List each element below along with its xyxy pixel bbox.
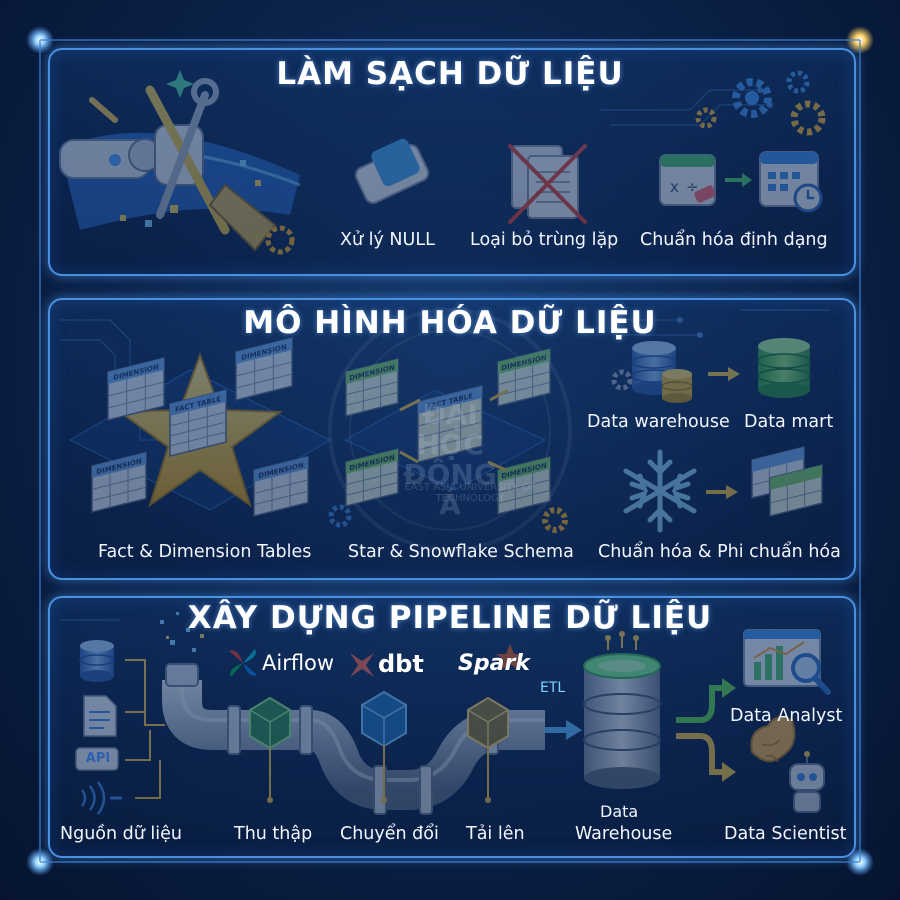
tool-dbt: dbt	[378, 650, 424, 678]
label-warehouse-line1: Data	[600, 802, 639, 821]
etl-label: ETL	[540, 680, 566, 696]
panel-title-pipeline: XÂY DỰNG PIPELINE DỮ LIỆU	[187, 600, 713, 636]
label-stage-load: Tải lên	[466, 824, 525, 844]
label-stage-transform: Chuyển đổi	[340, 824, 439, 844]
panel-data-cleaning	[48, 48, 856, 276]
watermark-text: ĐẠI HỌC ĐÔNG Á	[390, 400, 510, 520]
panel-title-cleaning: LÀM SẠCH DỮ LIỆU	[276, 56, 624, 92]
api-label: API	[85, 751, 111, 766]
watermark-line-1: ĐẠI HỌC	[416, 398, 484, 461]
label-null-handling: Xử lý NULL	[340, 230, 435, 250]
panel-title-modeling: MÔ HÌNH HÓA DỮ LIỆU	[243, 305, 657, 341]
label-fact-dimension: Fact & Dimension Tables	[98, 542, 312, 562]
label-star-snowflake: Star & Snowflake Schema	[348, 542, 574, 562]
watermark-line-3: EAST ASIA UNIVERSITY OF TECHNOLOGY	[404, 482, 536, 504]
label-data-warehouse: Data warehouse	[587, 412, 730, 432]
label-stage-collect: Thu thập	[234, 824, 313, 844]
label-data-scientist: Data Scientist	[724, 824, 847, 844]
tool-airflow: Airflow	[262, 651, 335, 675]
label-data-mart: Data mart	[744, 412, 834, 432]
label-warehouse-line2: Warehouse	[575, 824, 673, 844]
panel-data-pipeline	[48, 596, 856, 858]
panel-data-modeling	[48, 298, 856, 580]
label-standardize-format: Chuẩn hóa định dạng	[640, 230, 828, 250]
label-dedupe: Loại bỏ trùng lặp	[470, 230, 619, 250]
tool-spark: Spark	[458, 651, 530, 676]
label-data-sources: Nguồn dữ liệu	[60, 824, 182, 844]
label-normalization: Chuẩn hóa & Phi chuẩn hóa	[598, 542, 841, 562]
label-data-analyst: Data Analyst	[730, 706, 843, 726]
watermark-line-2: ĐÔNG Á	[403, 458, 497, 521]
